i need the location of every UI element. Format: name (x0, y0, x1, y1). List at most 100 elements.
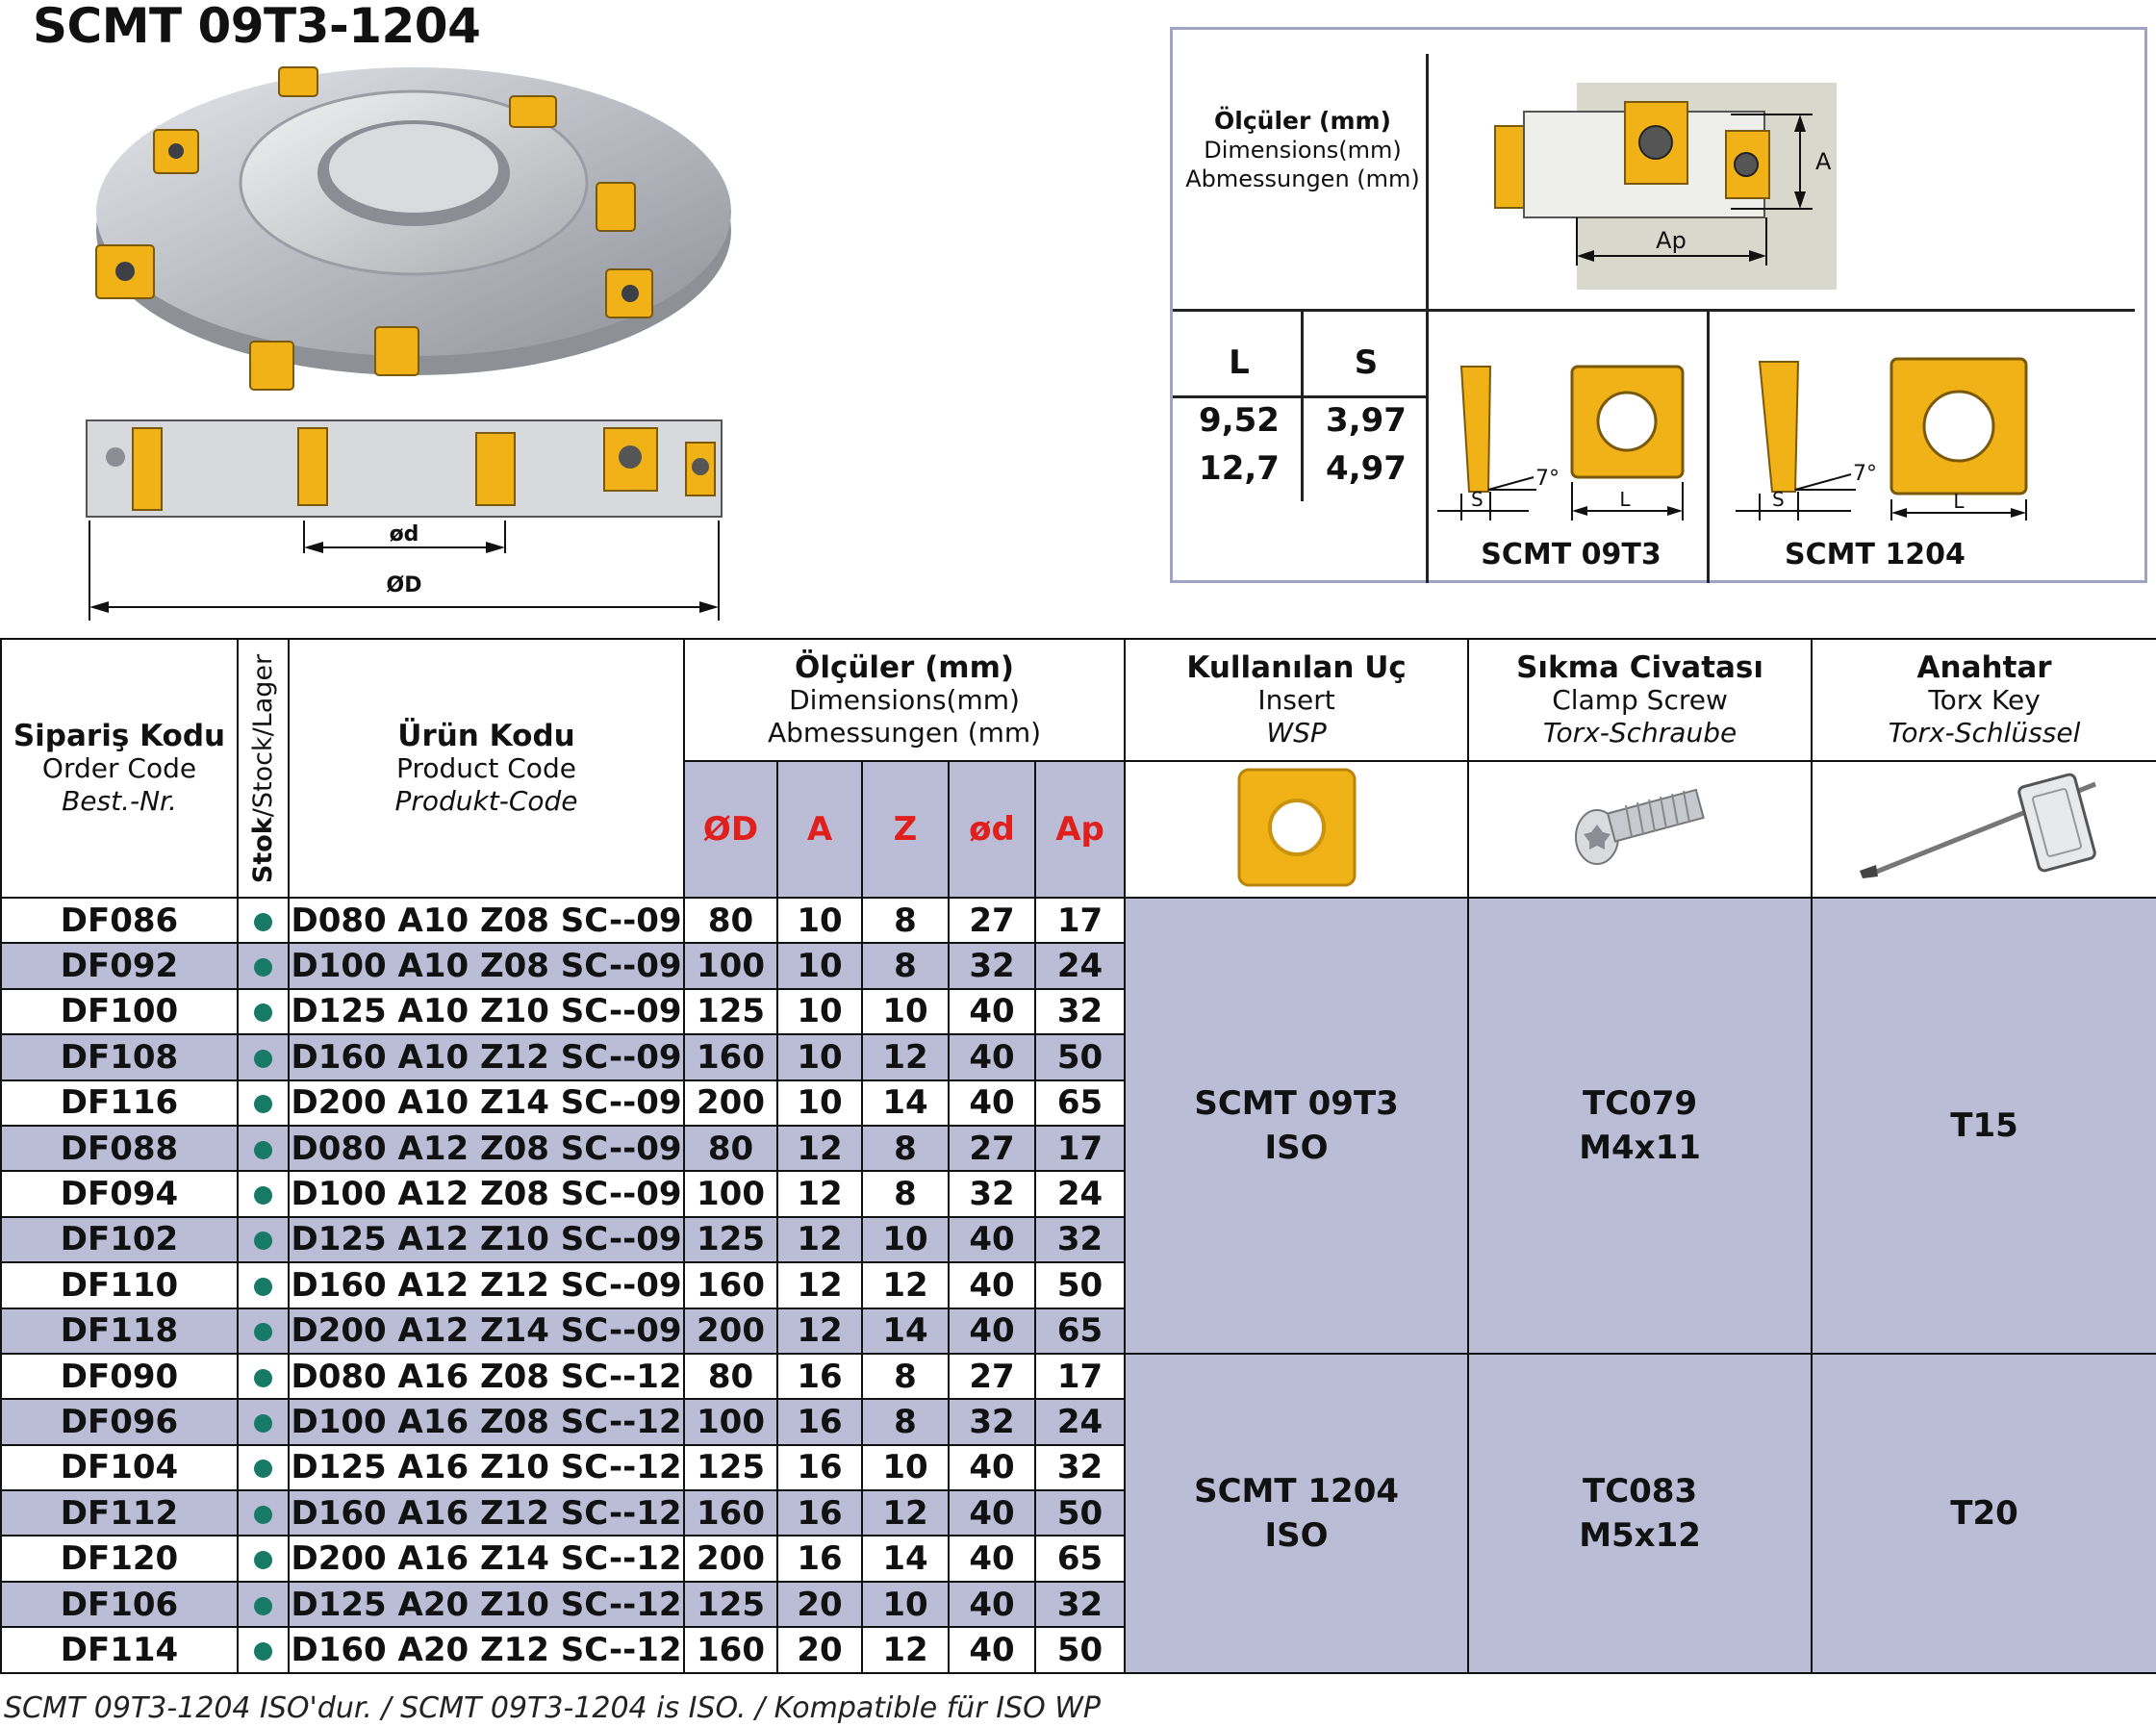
in-stock-dot-icon (254, 1323, 272, 1342)
z-cell: 12 (861, 1489, 950, 1537)
panel-divider (1426, 54, 1429, 583)
a-cell: 12 (776, 1261, 863, 1309)
order-code-cell: DF108 (0, 1033, 239, 1081)
dia-cell: 200 (683, 1307, 778, 1355)
ap-cell: 32 (1033, 987, 1127, 1036)
s-label: S (1772, 488, 1785, 511)
panel-divider (1173, 395, 1426, 398)
product-code-header: Ürün Kodu Product Code Produkt-Code (288, 638, 685, 899)
table-row: DF116 D200 A10 Z14 SC--09 200 10 14 40 6… (0, 1079, 2156, 1127)
in-stock-dot-icon (254, 1551, 272, 1570)
col-header-small-d: ød (948, 760, 1036, 899)
key-group-cell: T20 (1811, 1352, 2156, 1674)
product-code-cell: D080 A10 Z08 SC--09 (288, 896, 685, 945)
in-stock-dot-icon (254, 1049, 272, 1068)
clamp-screw-header: Sıkma Civatası Clamp Screw Torx-Schraube (1467, 638, 1814, 762)
z-cell: 8 (861, 1170, 950, 1218)
panel-divider (1707, 309, 1710, 583)
z-cell: 8 (861, 1352, 950, 1401)
order-code-cell: DF094 (0, 1170, 239, 1218)
cutting-depth-drawing: A Ap (1494, 83, 1837, 290)
order-code-cell: DF086 (0, 896, 239, 945)
stock-cell (237, 1215, 290, 1264)
stock-cell (237, 1580, 290, 1629)
ap-cell: 50 (1033, 1033, 1127, 1081)
product-code-cell: D160 A12 Z12 SC--09 (288, 1261, 685, 1309)
a-cell: 16 (776, 1535, 863, 1583)
product-code-cell: D200 A10 Z14 SC--09 (288, 1079, 685, 1127)
in-stock-dot-icon (254, 1596, 272, 1615)
bore-cell: 27 (948, 1124, 1036, 1173)
dia-cell: 125 (683, 1215, 778, 1264)
cutter-illustration (95, 66, 731, 391)
ap-cell: 17 (1033, 1124, 1127, 1173)
a-cell: 10 (776, 942, 863, 990)
order-code-cell: DF102 (0, 1215, 239, 1264)
dia-cell: 100 (683, 1398, 778, 1446)
stock-cell (237, 1398, 290, 1446)
z-cell: 14 (861, 1535, 950, 1583)
product-code-cell: D200 A12 Z14 SC--09 (288, 1307, 685, 1355)
table-row: DF086 D080 A10 Z08 SC--09 80 10 8 27 17 … (0, 896, 2156, 1355)
order-code-cell: DF118 (0, 1307, 239, 1355)
product-code-cell: D160 A20 Z12 SC--12 (288, 1626, 685, 1674)
in-stock-dot-icon (254, 1186, 272, 1206)
angle-label: 7° (1853, 462, 1877, 486)
z-cell: 14 (861, 1307, 950, 1355)
stock-cell (237, 1124, 290, 1173)
table-row: DF100 D125 A10 Z10 SC--09 125 10 10 40 3… (0, 987, 2156, 1036)
a-cell: 16 (776, 1352, 863, 1401)
stock-cell (237, 987, 290, 1036)
insert-1204-drawing: S 7° L (1736, 357, 2028, 521)
ls-value: 9,52 (1199, 401, 1280, 440)
small-diameter-label: ød (390, 522, 419, 546)
in-stock-dot-icon (254, 1368, 272, 1387)
order-code-cell: DF104 (0, 1443, 239, 1492)
col-header-big-d: ØD (683, 760, 778, 899)
dimensions-panel: Ölçüler (mm) Dimensions(mm) Abmessungen … (1170, 27, 2147, 583)
dia-cell: 80 (683, 1352, 778, 1401)
col-header-ap: Ap (1033, 760, 1127, 899)
a-cell: 16 (776, 1489, 863, 1537)
in-stock-dot-icon (254, 1413, 272, 1433)
ap-cell: 32 (1033, 1580, 1127, 1629)
heading-tr: Ölçüler (mm) (1214, 107, 1391, 135)
dia-cell: 125 (683, 1443, 778, 1492)
z-cell: 8 (861, 942, 950, 990)
key-group-cell: T15 (1811, 897, 2156, 1355)
dia-cell: 80 (683, 1124, 778, 1173)
in-stock-dot-icon (254, 1641, 272, 1661)
bore-cell: 40 (948, 1443, 1036, 1492)
bore-cell: 27 (948, 896, 1036, 945)
stock-cell (237, 942, 290, 990)
order-code-cell: DF096 (0, 1398, 239, 1446)
insert-icon (1237, 768, 1357, 887)
ap-cell: 17 (1033, 1352, 1127, 1401)
bore-cell: 40 (948, 1489, 1036, 1537)
product-code-cell: D100 A12 Z08 SC--09 (288, 1170, 685, 1218)
stock-cell (237, 1307, 290, 1355)
panel-divider (1301, 309, 1304, 501)
ap-label: Ap (1656, 227, 1687, 254)
table-row: DF120 D200 A16 Z14 SC--12 200 16 14 40 6… (0, 1535, 2156, 1583)
dia-cell: 125 (683, 987, 778, 1036)
big-diameter-label: ØD (387, 573, 422, 597)
order-code-cell: DF114 (0, 1626, 239, 1674)
in-stock-dot-icon (254, 1232, 272, 1251)
z-cell: 10 (861, 1580, 950, 1629)
ap-cell: 24 (1033, 1398, 1127, 1446)
order-code-cell: DF090 (0, 1352, 239, 1401)
a-cell: 16 (776, 1443, 863, 1492)
a-cell: 20 (776, 1580, 863, 1629)
z-cell: 12 (861, 1033, 950, 1081)
col-header-a: A (776, 760, 863, 899)
bore-cell: 40 (948, 1307, 1036, 1355)
table-row: DF088 D080 A12 Z08 SC--09 80 12 8 27 17 (0, 1124, 2156, 1173)
product-code-cell: D160 A16 Z12 SC--12 (288, 1489, 685, 1537)
stock-cell (237, 1352, 290, 1401)
stock-header: Stok/Stock/Lager (237, 638, 290, 899)
ls-header-s: S (1354, 343, 1379, 382)
z-cell: 8 (861, 896, 950, 945)
dia-cell: 100 (683, 1170, 778, 1218)
table-row: DF094 D100 A12 Z08 SC--09 100 12 8 32 24 (0, 1170, 2156, 1218)
